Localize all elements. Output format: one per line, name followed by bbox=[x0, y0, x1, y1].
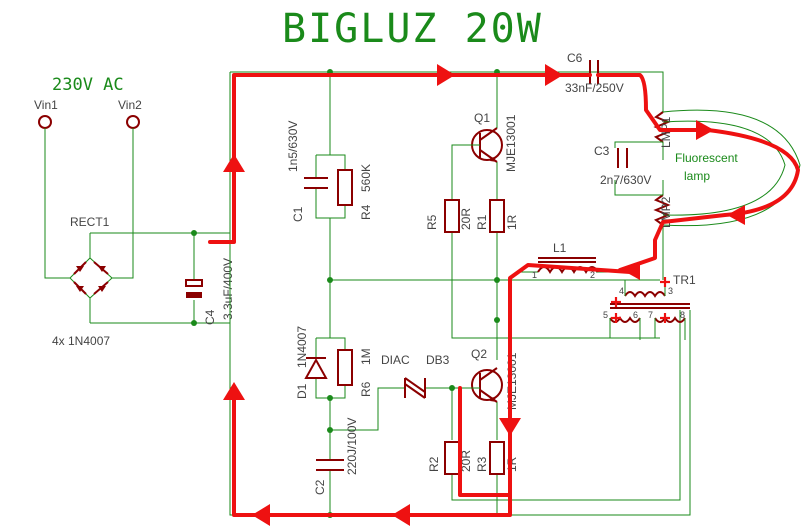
c1-value: 1n5/630V bbox=[286, 121, 300, 172]
tr1-transformer: TR1 4 3 5 6 7 8 bbox=[603, 273, 696, 340]
tr1-pin8: 8 bbox=[680, 310, 685, 320]
l1-inductor: L1 1 2 bbox=[520, 241, 620, 280]
r6-value: 1M bbox=[359, 348, 373, 365]
q1-ref: Q1 bbox=[474, 111, 490, 125]
vin1-label: Vin1 bbox=[34, 98, 58, 112]
c1-capacitor: C1 1n5/630V bbox=[286, 121, 328, 222]
r4-resistor: R4 560K bbox=[337, 164, 373, 220]
r2-value: 20R bbox=[459, 450, 473, 472]
r3-ref: R3 bbox=[475, 456, 489, 472]
rect1-diodes-label: 4x 1N4007 bbox=[52, 334, 110, 348]
lmp1-ref: LMP1 bbox=[659, 116, 673, 148]
r4-value: 560K bbox=[359, 164, 373, 192]
d1-diode: D1 1N4007 bbox=[295, 326, 328, 399]
c6-capacitor: C6 33nF/250V bbox=[565, 51, 624, 95]
c3-ref: C3 bbox=[594, 144, 610, 158]
d1-ref: D1 bbox=[295, 383, 309, 399]
r2-resistor: R2 20R bbox=[427, 441, 473, 475]
l1-ref: L1 bbox=[553, 241, 567, 255]
c2-capacitor: C2 220J/100V bbox=[313, 418, 359, 495]
c4-value: 3.3uF/400V bbox=[221, 258, 235, 320]
lamp-label-line2: lamp bbox=[684, 169, 710, 183]
supply-label: 230V AC bbox=[52, 75, 124, 95]
tr1-pin7: 7 bbox=[648, 310, 653, 320]
r5-value: 20R bbox=[459, 208, 473, 230]
c2-ref: C2 bbox=[313, 479, 327, 495]
schematic-title: BIGLUZ 20W bbox=[282, 6, 543, 52]
c1-ref: C1 bbox=[291, 206, 305, 222]
r5-resistor: R5 20R bbox=[425, 199, 473, 233]
c4-capacitor: C4 3.3uF/400V bbox=[185, 258, 235, 325]
diac-ref: DIAC bbox=[381, 353, 410, 367]
q2-ref: Q2 bbox=[471, 347, 487, 361]
vin2-label: Vin2 bbox=[118, 98, 142, 112]
r5-ref: R5 bbox=[425, 214, 439, 230]
diac-db3: DIAC DB3 bbox=[381, 353, 470, 399]
tr1-pin3: 3 bbox=[668, 286, 673, 296]
diac-value: DB3 bbox=[426, 353, 450, 367]
r6-resistor: R6 1M bbox=[337, 348, 373, 397]
q1-transistor: Q1 MJE13001 bbox=[471, 111, 518, 172]
r2-ref: R2 bbox=[427, 456, 441, 472]
vin2-terminal bbox=[126, 115, 140, 129]
r1-resistor: R1 1R bbox=[475, 199, 519, 233]
c3-capacitor: C3 2n7/630V bbox=[594, 141, 663, 196]
tr1-pin4: 4 bbox=[619, 286, 624, 296]
l1-pin2: 2 bbox=[590, 270, 595, 280]
c3-value: 2n7/630V bbox=[600, 173, 651, 187]
tr1-pin6: 6 bbox=[633, 310, 638, 320]
c4-ref: C4 bbox=[203, 309, 217, 325]
tr1-pin5: 5 bbox=[603, 310, 608, 320]
l1-pin1: 1 bbox=[532, 270, 537, 280]
vin1-terminal bbox=[38, 115, 52, 129]
c2-value: 220J/100V bbox=[345, 418, 359, 475]
tr1-ref: TR1 bbox=[673, 273, 696, 287]
rect1-label: RECT1 bbox=[70, 215, 110, 229]
r1-ref: R1 bbox=[475, 214, 489, 230]
current-path bbox=[208, 64, 800, 526]
r1-value: 1R bbox=[505, 214, 519, 230]
r4-ref: R4 bbox=[359, 204, 373, 220]
fluorescent-lamp: LMP1 LMP2 Fluorescent lamp bbox=[653, 100, 801, 280]
c6-value: 33nF/250V bbox=[565, 81, 624, 95]
r3-resistor: R3 1R bbox=[475, 441, 519, 475]
d1-value: 1N4007 bbox=[295, 326, 309, 368]
bridge-rectifier: RECT1 4x 1N4007 bbox=[44, 128, 134, 348]
r6-ref: R6 bbox=[359, 381, 373, 397]
c6-ref: C6 bbox=[567, 51, 583, 65]
lamp-label-line1: Fluorescent bbox=[675, 151, 738, 165]
q1-value: MJE13001 bbox=[504, 114, 518, 172]
